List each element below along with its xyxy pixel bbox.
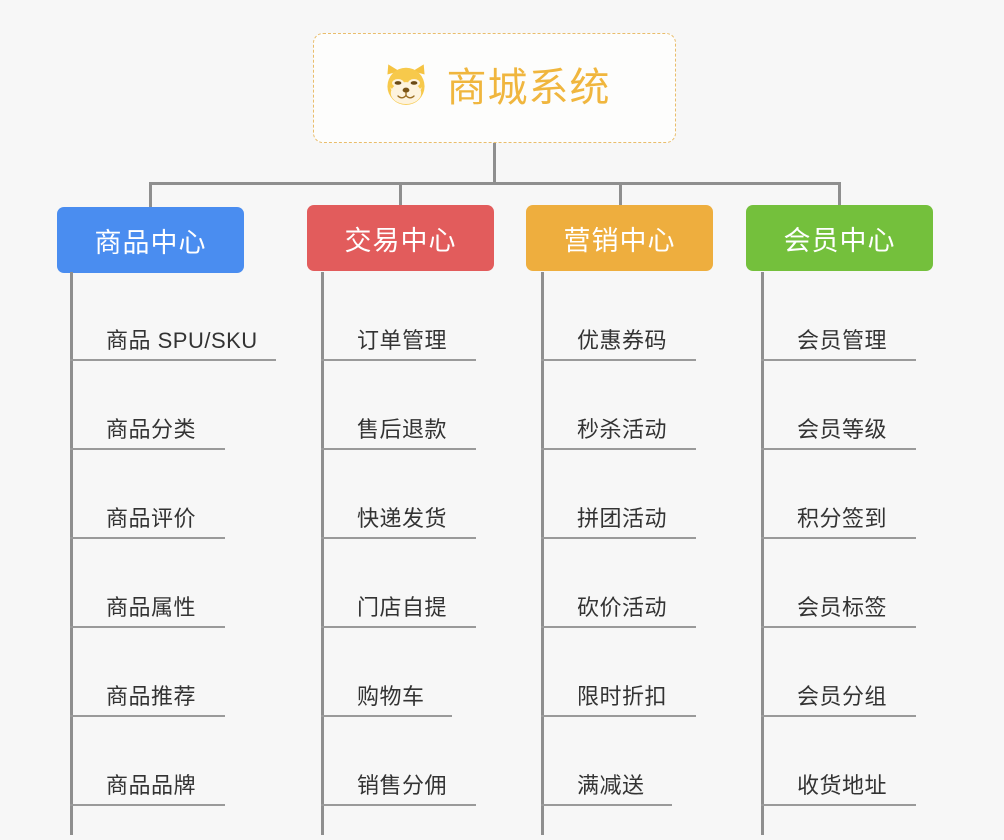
category-label: 交易中心: [344, 225, 457, 256]
leaf-item[interactable]: 购物车: [321, 628, 452, 717]
leaf-item[interactable]: 会员分组: [761, 628, 916, 717]
leaf-item[interactable]: 收货地址: [761, 717, 916, 806]
category-box-product-center[interactable]: 商品中心: [57, 207, 244, 273]
category-label: 会员中心: [783, 225, 896, 256]
leaf-item[interactable]: 商品属性: [70, 539, 225, 628]
connector-horizontal-bus: [150, 182, 841, 185]
leaf-label: 购物车: [357, 683, 425, 709]
category-label: 营销中心: [563, 225, 676, 256]
leaf-item[interactable]: 商品推荐: [70, 628, 225, 717]
leaf-label: 订单管理: [357, 327, 448, 353]
leaf-item[interactable]: 会员管理: [761, 272, 916, 361]
leaf-label: 满减送: [577, 772, 645, 798]
leaf-spine: [321, 272, 324, 835]
root-title: 商城系统: [446, 66, 611, 110]
leaf-spine: [541, 272, 544, 835]
leaf-item[interactable]: 优惠券码: [541, 272, 696, 361]
leaf-item[interactable]: 满减送: [541, 717, 672, 806]
dog-face-emoji: [379, 61, 433, 115]
leaf-item[interactable]: 秒杀活动: [541, 361, 696, 450]
leaf-label: 门店自提: [357, 594, 448, 620]
leaf-item[interactable]: 销售分佣: [321, 717, 476, 806]
leaf-label: 销售分佣: [357, 772, 448, 798]
connector-drop-4: [838, 182, 841, 205]
leaf-item[interactable]: 订单管理: [321, 272, 476, 361]
category-box-marketing-center[interactable]: 营销中心: [526, 205, 713, 271]
leaf-label: 会员等级: [797, 416, 888, 442]
leaf-label: 收货地址: [797, 772, 888, 798]
leaf-label: 商品评价: [106, 505, 197, 531]
leaf-item[interactable]: 商品评价: [70, 450, 225, 539]
root-node[interactable]: 商城系统: [313, 33, 676, 143]
leaf-label: 拼团活动: [577, 505, 668, 531]
leaf-item[interactable]: 商品分类: [70, 361, 225, 450]
leaf-label: 砍价活动: [577, 594, 668, 620]
leaf-label: 限时折扣: [577, 683, 668, 709]
leaf-item[interactable]: 会员等级: [761, 361, 916, 450]
leaf-label: 秒杀活动: [577, 416, 668, 442]
leaf-item[interactable]: 商品 SPU/SKU: [70, 272, 276, 361]
leaf-label: 商品属性: [106, 594, 197, 620]
leaf-label: 积分签到: [797, 505, 888, 531]
leaf-label: 商品分类: [106, 416, 197, 442]
leaf-item[interactable]: 门店自提: [321, 539, 476, 628]
connector-drop-1: [149, 182, 152, 207]
leaf-label: 售后退款: [357, 416, 448, 442]
leaf-item[interactable]: 积分签到: [761, 450, 916, 539]
category-box-trade-center[interactable]: 交易中心: [307, 205, 494, 271]
leaf-label: 商品品牌: [106, 772, 197, 798]
leaf-label: 会员分组: [797, 683, 888, 709]
leaf-item[interactable]: 会员标签: [761, 539, 916, 628]
leaf-item[interactable]: 商品品牌: [70, 717, 225, 806]
connector-drop-2: [399, 182, 402, 205]
leaf-spine: [761, 272, 764, 835]
leaf-label: 优惠券码: [577, 327, 668, 353]
connector-drop-3: [619, 182, 622, 205]
leaf-spine: [70, 272, 73, 835]
leaf-item[interactable]: 售后退款: [321, 361, 476, 450]
connector-root-stem: [493, 143, 496, 185]
leaf-item[interactable]: 拼团活动: [541, 450, 696, 539]
leaf-label: 会员标签: [797, 594, 888, 620]
leaf-item[interactable]: 限时折扣: [541, 628, 696, 717]
leaf-item[interactable]: 砍价活动: [541, 539, 696, 628]
category-label: 商品中心: [94, 227, 207, 258]
leaf-label: 会员管理: [797, 327, 888, 353]
category-box-member-center[interactable]: 会员中心: [746, 205, 933, 271]
leaf-label: 快递发货: [357, 505, 448, 531]
leaf-item[interactable]: 快递发货: [321, 450, 476, 539]
leaf-label: 商品推荐: [106, 683, 197, 709]
leaf-label: 商品 SPU/SKU: [106, 327, 258, 353]
